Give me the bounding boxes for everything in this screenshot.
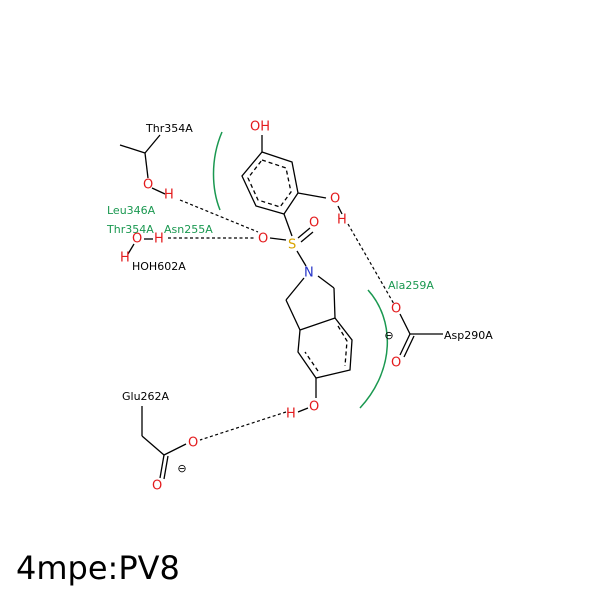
glu262-c-o2-b [163, 455, 169, 480]
glu262-o1-label: O [188, 436, 198, 451]
thr354-bond-3 [144, 152, 149, 179]
glu262-chain-2 [141, 435, 165, 456]
s-o2-bond-b [300, 231, 314, 243]
thr354-arc-label: Thr354A [106, 223, 154, 236]
lower-oh-h-bond [297, 407, 309, 413]
thr354-side-label: Thr354A [145, 122, 193, 135]
asp290-o2-label: O [391, 356, 401, 371]
asp290-label: Asp290A [444, 329, 493, 342]
sulfonyl-o2-label: O [309, 216, 319, 231]
page-title: 4mpe:PV8 [16, 549, 180, 587]
upper-ring-inner [247, 159, 292, 208]
lower-oh-h-label: H [286, 407, 296, 422]
lower-ring-inner-1 [337, 325, 348, 367]
ring-oh-o-label: O [330, 192, 340, 207]
thr354-bond-2 [144, 134, 161, 154]
glu262-c-o2-a [159, 454, 165, 479]
hydrophobic-arc-left [212, 131, 223, 211]
glu262-label: Glu262A [122, 390, 170, 403]
leu346-label: Leu346A [107, 204, 156, 217]
lower-ring-inner-2 [304, 351, 319, 372]
s-o2-bond-a [297, 227, 311, 239]
thr354-o-label: O [143, 178, 153, 193]
thr354-h-label: H [164, 188, 174, 203]
upper-oh-label: OH [250, 120, 270, 135]
water-h1-label: H [154, 232, 164, 247]
ring-s-bond [283, 213, 293, 237]
water-o-label: O [132, 232, 142, 247]
glu262-negative-charge: ⊖ [177, 462, 186, 475]
upper-ring [241, 151, 299, 215]
lower-oh-o-label: O [309, 400, 319, 415]
s-n-bond [296, 250, 307, 267]
lower-ring [297, 317, 353, 379]
sulfonyl-s-label: S [288, 238, 296, 253]
thr354-bond-1 [119, 144, 146, 154]
ring-oh-h-label: H [337, 213, 347, 228]
asp290-c-o1 [399, 313, 411, 335]
n-ch2-left [285, 277, 305, 301]
asp290-c-o2-a [399, 333, 411, 356]
water-bond-1 [127, 243, 135, 255]
asn255-label: Asn255A [164, 223, 213, 236]
s-o1-bond [269, 237, 287, 241]
n-ch2-right [317, 275, 335, 289]
sulfonyl-o1-label: O [258, 232, 268, 247]
oh-h-bond [337, 205, 343, 215]
nitrogen-label: N [304, 266, 314, 281]
hbond-oh-glu262 [199, 411, 287, 441]
thr354-bond-4 [151, 187, 166, 195]
glu262-o2-label: O [152, 479, 162, 494]
asp290-negative-charge: ⊖ [384, 329, 393, 342]
ch2-right-ring [333, 287, 336, 319]
ring-oh-bond [297, 192, 327, 199]
water-label: HOH602A [132, 260, 186, 273]
ch2-left-ring [285, 299, 301, 331]
asp290-o1-label: O [391, 302, 401, 317]
asp290-c-o2-b [403, 335, 415, 358]
hydrophobic-arc-right [359, 289, 388, 409]
ala259-label: Ala259A [388, 279, 434, 292]
hbond-oh-asp290 [347, 223, 395, 305]
glu262-c-o1 [163, 443, 187, 456]
water-h2-label: H [120, 251, 130, 266]
